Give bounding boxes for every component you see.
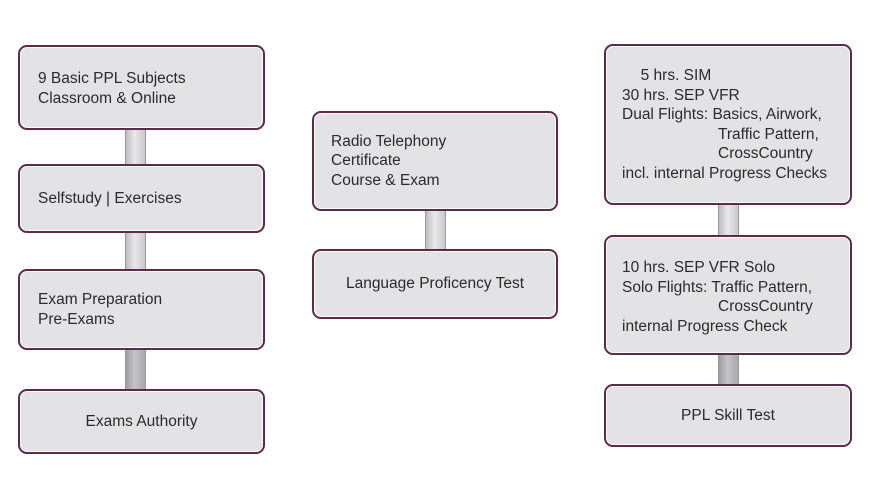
box-text-line: Certificate	[331, 152, 401, 170]
box-text-line: Exam Preparation	[38, 291, 163, 308]
box-text-line: Classroom & Online	[38, 89, 176, 107]
box-text-line: 10 hrs. SEP VFR Solo	[622, 259, 776, 276]
box-text-line: Radio Telephony	[331, 132, 447, 150]
box-text-line: 9 Basic PPL Subjects	[38, 70, 186, 87]
box-exams-authority: Exams Authority	[18, 389, 265, 454]
box-selfstudy: Selfstudy | Exercises	[18, 164, 265, 233]
box-radio-telephony: Radio Telephony Certificate Course & Exa…	[312, 111, 558, 211]
box-text-line: Solo Flights: Traffic Pattern,	[622, 278, 813, 296]
box-dual-flights: 5 hrs. SIM 30 hrs. SEP VFR Dual Flights:…	[604, 44, 852, 205]
connector-right-1	[718, 203, 739, 237]
box-text-line: 5 hrs. SIM	[632, 67, 712, 84]
box-language-proficiency: Language Proficency Test	[312, 249, 558, 319]
connector-middle-1	[425, 209, 446, 251]
box-text-line: CrossCountry	[718, 145, 813, 162]
connector-left-1	[125, 128, 146, 166]
box-text-line: Language Proficency Test	[345, 275, 525, 293]
box-ppl-skill-test: PPL Skill Test	[604, 384, 852, 447]
box-solo-flights: 10 hrs. SEP VFR Solo Solo Flights: Traff…	[604, 235, 852, 355]
box-text-line: Traffic Pattern,	[718, 125, 819, 143]
box-text-line: incl. internal Progress Checks	[622, 164, 828, 182]
box-text-line: Dual Flights: Basics, Airwork,	[622, 106, 822, 123]
box-exam-preparation: Exam Preparation Pre-Exams	[18, 269, 265, 350]
box-text-line: Selfstudy | Exercises	[38, 189, 182, 207]
box-text-line: Pre-Exams	[38, 310, 115, 328]
box-text-line: Exams Authority	[85, 412, 198, 430]
box-text-line: internal Progress Check	[622, 317, 788, 335]
box-text-line: PPL Skill Test	[681, 406, 775, 424]
box-text-line: CrossCountry	[718, 298, 813, 315]
connector-right-2	[718, 352, 739, 386]
box-ppl-subjects: 9 Basic PPL Subjects Classroom & Online	[18, 45, 265, 130]
box-text-line: 30 hrs. SEP VFR	[622, 86, 740, 104]
connector-left-3	[125, 348, 146, 391]
box-text-line: Course & Exam	[331, 171, 440, 189]
connector-left-2	[125, 231, 146, 271]
